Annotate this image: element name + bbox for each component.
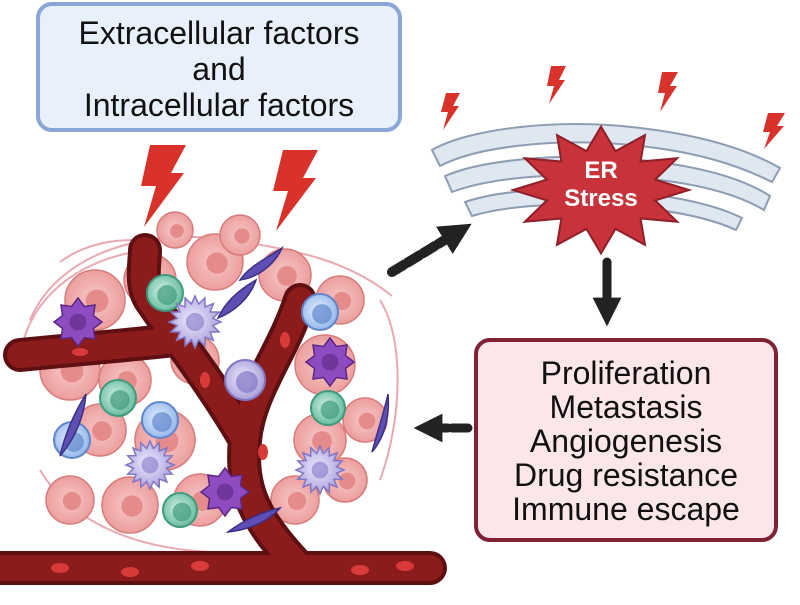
- lightning-bolt-icon: [273, 150, 318, 231]
- lymphocyte-nucleus: [157, 285, 177, 305]
- factors-box: Extracellular factors and Intracellular …: [36, 2, 402, 132]
- lymphocyte-nucleus: [312, 304, 332, 324]
- tumor-cell-nucleus: [287, 491, 307, 511]
- er-stress-star: ER Stress: [509, 124, 693, 256]
- tumor-cell-nucleus: [338, 472, 356, 490]
- outcome-drug-resistance: Drug resistance: [514, 457, 738, 493]
- arrows: [387, 223, 622, 443]
- tumor-cell-nucleus: [62, 491, 82, 511]
- dendritic-cell-nucleus: [216, 483, 234, 501]
- outcome-immune-escape: Immune escape: [512, 491, 740, 527]
- factors-line-3: Intracellular factors: [84, 87, 354, 123]
- lightning-bolt-icon: [141, 145, 186, 227]
- tumor-cell-nucleus: [277, 266, 297, 286]
- outcome-metastasis: Metastasis: [550, 389, 703, 425]
- dendritic-cell-nucleus: [321, 353, 339, 371]
- tumor-cell-nucleus: [92, 421, 112, 441]
- outcomes-box: Proliferation Metastasis Angiogenesis Dr…: [474, 338, 778, 542]
- monocyte-cell-nucleus: [185, 312, 205, 332]
- endoplasmic-reticulum-icon: [430, 123, 782, 232]
- lymphocyte-nucleus: [236, 371, 258, 393]
- tumor-microenvironment-icon: [0, 211, 447, 585]
- tumor-cell-nucleus: [170, 224, 184, 238]
- tumor-cell-nucleus: [206, 252, 228, 274]
- lymphocyte-nucleus: [320, 400, 340, 420]
- arrow-icon: [387, 223, 472, 277]
- blood-vessel-icon: [0, 233, 447, 585]
- factors-line-2: and: [192, 51, 245, 87]
- lymphocyte-nucleus: [152, 412, 172, 432]
- factors-line-1: Extracellular factors: [79, 15, 360, 51]
- tumor-cell-nucleus: [358, 412, 376, 430]
- tumor-cell-nucleus: [121, 495, 143, 517]
- lightning-bolt-icon: [658, 72, 678, 112]
- monocyte-cell-nucleus: [311, 461, 329, 479]
- outcome-proliferation: Proliferation: [541, 355, 712, 391]
- outcome-angiogenesis: Angiogenesis: [530, 423, 722, 459]
- tumor-cell-nucleus: [234, 228, 250, 244]
- lightning-bolts: [141, 66, 785, 231]
- er-stress-label-1: ER: [584, 157, 617, 184]
- lightning-bolt-icon: [441, 93, 460, 130]
- dendritic-cell-nucleus: [69, 313, 87, 331]
- lymphocyte-nucleus: [172, 502, 192, 522]
- er-stress-label-2: Stress: [564, 185, 637, 212]
- lymphocyte-nucleus: [110, 390, 130, 410]
- monocyte-cell-nucleus: [141, 456, 159, 474]
- lightning-bolt-icon: [547, 66, 566, 104]
- lightning-bolt-icon: [763, 113, 785, 149]
- tumor-cell-nucleus: [312, 431, 332, 451]
